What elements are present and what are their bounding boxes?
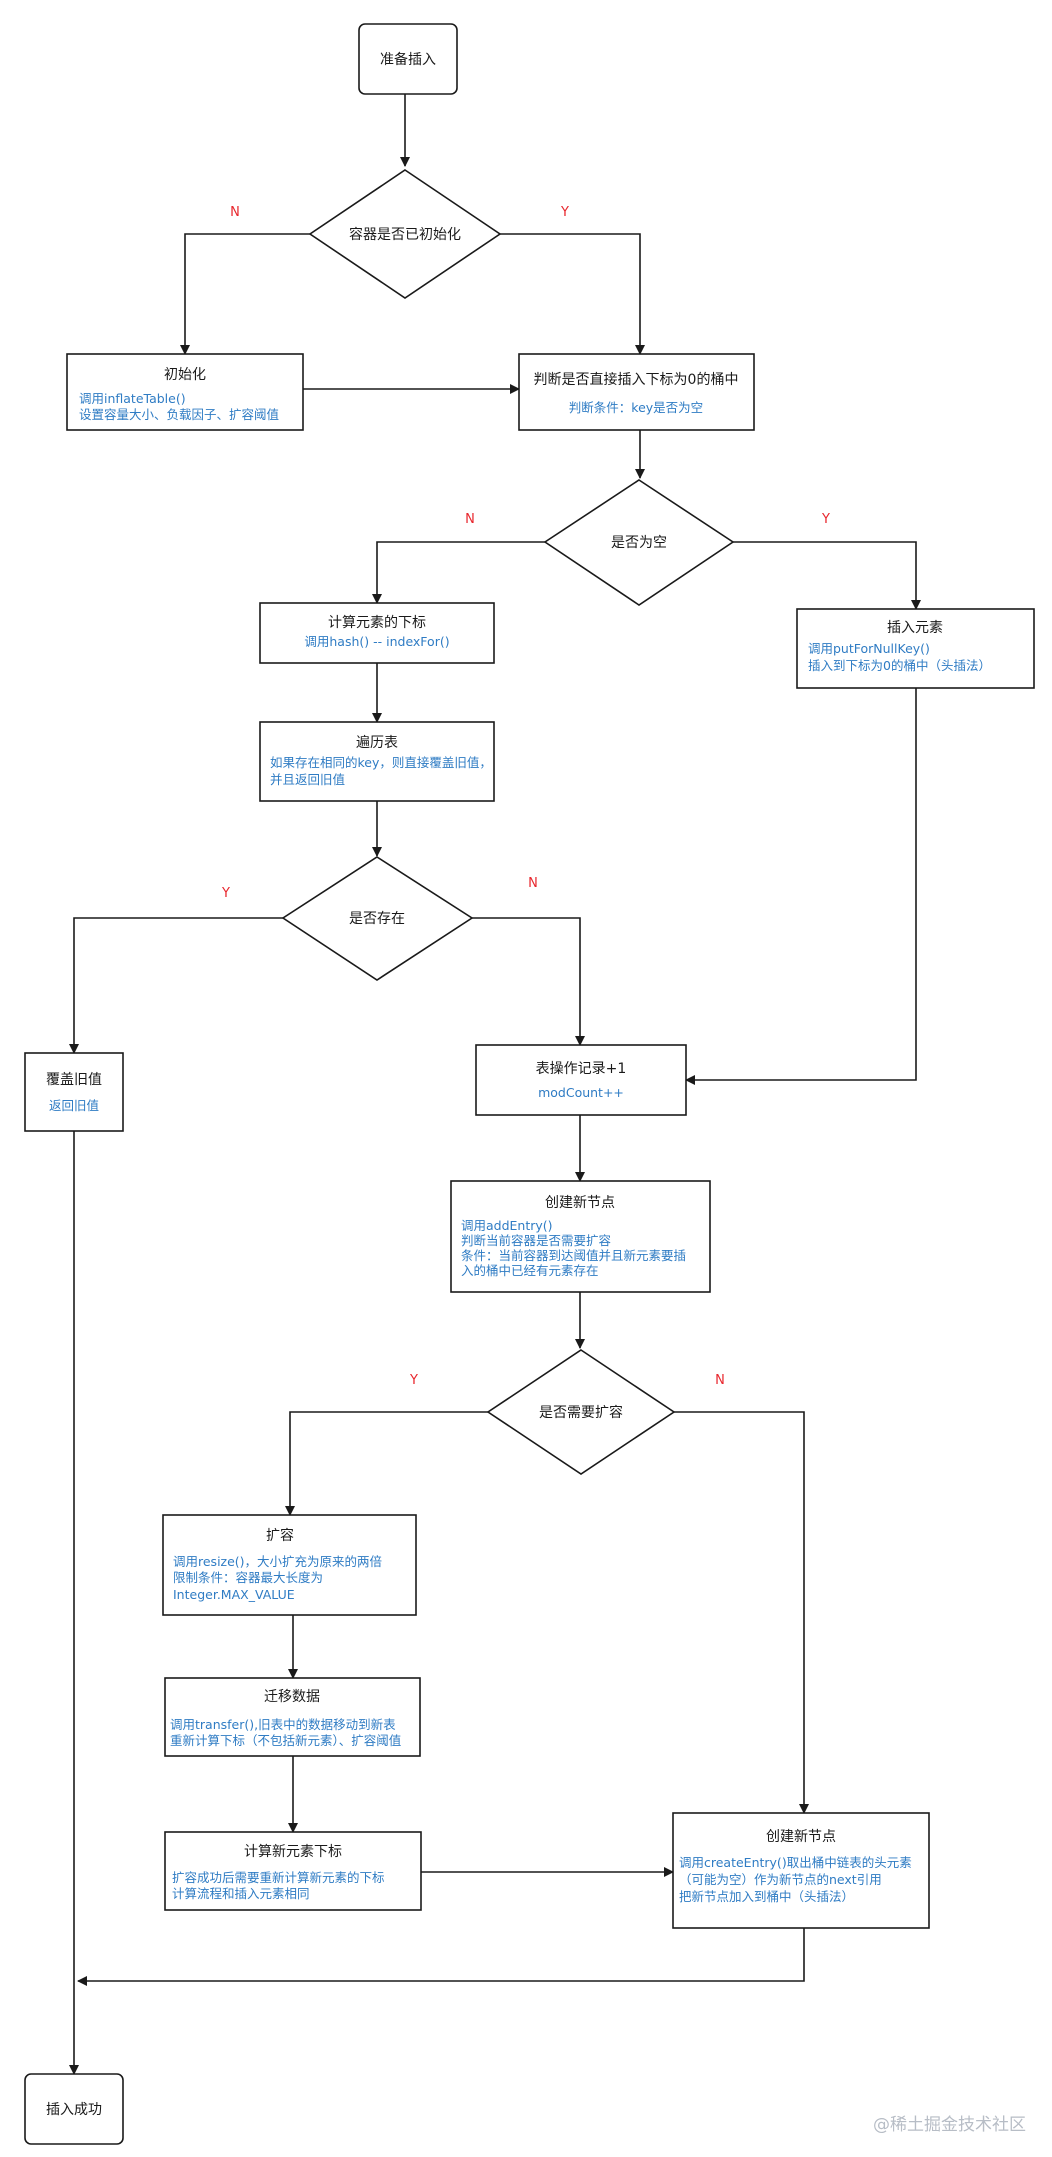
node-check-index0: 判断是否直接插入下标为0的桶中 判断条件：key是否为空 (518, 353, 755, 431)
node-check-index0-line-1: 判断条件：key是否为空 (569, 400, 703, 415)
node-overwrite-title: 覆盖旧值 (46, 1072, 102, 1088)
node-insert-null-line-1: 调用putForNullKey() (808, 641, 930, 656)
edge-insert-null-to-mod-count (685, 688, 917, 1085)
label-null-no: N (465, 512, 475, 527)
node-resize-title: 扩容 (266, 1527, 294, 1544)
node-traverse-line-1: 如果存在相同的key，则直接覆盖旧值， (270, 755, 492, 770)
node-need-resize-title: 是否需要扩容 (539, 1404, 623, 1421)
node-create-node-1-title: 创建新节点 (545, 1195, 615, 1211)
edge-exists-yes (69, 917, 283, 1054)
edge-create-node-2-to-merge (77, 1928, 805, 1986)
node-create-node-2-line-3: 把新节点加入到桶中（头插法） (679, 1889, 854, 1904)
node-success-title: 插入成功 (46, 2102, 102, 2118)
node-mod-count-title: 表操作记录+1 (536, 1061, 627, 1077)
edge-key-null-no (372, 541, 545, 604)
node-insert-null: 插入元素 调用putForNullKey() 插入到下标为0的桶中（头插法） (796, 608, 1035, 689)
node-traverse: 遍历表 如果存在相同的key，则直接覆盖旧值， 并且返回旧值 (259, 721, 495, 802)
edge-need-resize-no (674, 1411, 809, 1814)
edge-key-null-yes (733, 541, 921, 610)
watermark: @稀土掘金技术社区 (873, 2115, 1026, 2135)
node-overwrite-line-1: 返回旧值 (49, 1098, 99, 1113)
node-init: 初始化 调用inflateTable() 设置容量大小、负载因子、扩容阈值 (66, 353, 304, 431)
node-init-title: 初始化 (164, 366, 206, 383)
node-check-init: 容器是否已初始化 (308, 169, 502, 299)
node-migrate-line-1: 调用transfer(),旧表中的数据移动到新表 (170, 1717, 396, 1732)
edge-check-init-no (180, 233, 310, 355)
node-overwrite: 覆盖旧值 返回旧值 (24, 1052, 124, 1132)
node-init-line-1: 调用inflateTable() (79, 391, 186, 406)
node-migrate-line-2: 重新计算下标（不包括新元素）、扩容阈值 (170, 1733, 401, 1748)
node-resize-line-2: 限制条件：容器最大长度为 (173, 1570, 323, 1585)
node-resize: 扩容 调用resize()，大小扩充为原来的两倍 限制条件：容器最大长度为 In… (162, 1514, 417, 1616)
node-recalc-index-title: 计算新元素下标 (244, 1844, 342, 1860)
node-resize-line-3: Integer.MAX_VALUE (173, 1587, 295, 1602)
node-calc-index-line-1: 调用hash() -- indexFor() (304, 634, 449, 649)
node-create-node-1-line-3: 条件：当前容器到达阈值并且新元素要插 (461, 1248, 686, 1263)
node-traverse-title: 遍历表 (356, 735, 398, 751)
node-insert-null-line-2: 插入到下标为0的桶中（头插法） (808, 658, 991, 673)
edges (69, 94, 921, 2075)
node-key-null: 是否为空 (543, 479, 735, 606)
label-resize-no: N (715, 1373, 725, 1388)
node-exists: 是否存在 (281, 856, 474, 981)
node-mod-count: 表操作记录+1 modCount++ (475, 1044, 687, 1116)
node-mod-count-line-1: modCount++ (538, 1085, 624, 1100)
node-start-title: 准备插入 (380, 51, 436, 68)
node-create-node-1-line-2: 判断当前容器是否需要扩容 (461, 1233, 611, 1248)
node-need-resize: 是否需要扩容 (486, 1349, 676, 1475)
node-recalc-index-line-1: 扩容成功后需要重新计算新元素的下标 (172, 1870, 385, 1885)
node-create-node-2: 创建新节点 调用createEntry()取出桶中链表的头元素 （可能为空）作为… (672, 1812, 930, 1929)
node-resize-line-1: 调用resize()，大小扩充为原来的两倍 (173, 1554, 382, 1569)
label-null-yes: Y (821, 512, 830, 527)
node-create-node-1-line-1: 调用addEntry() (461, 1218, 553, 1233)
label-exists-yes: Y (221, 886, 230, 901)
label-exists-no: N (528, 876, 538, 891)
node-create-node-1: 创建新节点 调用addEntry() 判断当前容器是否需要扩容 条件：当前容器到… (450, 1180, 711, 1293)
node-recalc-index: 计算新元素下标 扩容成功后需要重新计算新元素的下标 计算流程和插入元素相同 (164, 1831, 422, 1911)
edge-need-resize-yes (285, 1411, 488, 1516)
label-init-yes: Y (560, 205, 569, 220)
node-check-init-title: 容器是否已初始化 (349, 226, 461, 243)
node-exists-title: 是否存在 (349, 911, 405, 927)
label-resize-yes: Y (409, 1373, 418, 1388)
label-init-no: N (230, 205, 240, 220)
node-create-node-1-line-4: 入的桶中已经有元素存在 (461, 1263, 599, 1278)
node-init-line-2: 设置容量大小、负载因子、扩容阈值 (79, 407, 279, 422)
node-create-node-2-line-1: 调用createEntry()取出桶中链表的头元素 (679, 1855, 912, 1870)
node-traverse-line-2: 并且返回旧值 (270, 772, 345, 787)
node-migrate: 迁移数据 调用transfer(),旧表中的数据移动到新表 重新计算下标（不包括… (164, 1677, 421, 1757)
node-key-null-title: 是否为空 (611, 535, 667, 551)
node-create-node-2-title: 创建新节点 (766, 1829, 836, 1845)
edge-exists-no (472, 917, 585, 1046)
node-start: 准备插入 (358, 23, 458, 95)
edge-check-init-yes (500, 233, 645, 355)
node-success: 插入成功 (24, 2073, 124, 2145)
edge-labels: N Y N Y Y N Y N (221, 205, 830, 1388)
node-migrate-title: 迁移数据 (264, 1689, 320, 1705)
node-recalc-index-line-2: 计算流程和插入元素相同 (172, 1886, 310, 1901)
node-calc-index-title: 计算元素的下标 (328, 615, 426, 631)
node-check-index0-title: 判断是否直接插入下标为0的桶中 (534, 371, 739, 388)
node-create-node-2-line-2: （可能为空）作为新节点的next引用 (679, 1872, 882, 1887)
node-insert-null-title: 插入元素 (887, 620, 943, 636)
node-calc-index: 计算元素的下标 调用hash() -- indexFor() (259, 602, 495, 664)
